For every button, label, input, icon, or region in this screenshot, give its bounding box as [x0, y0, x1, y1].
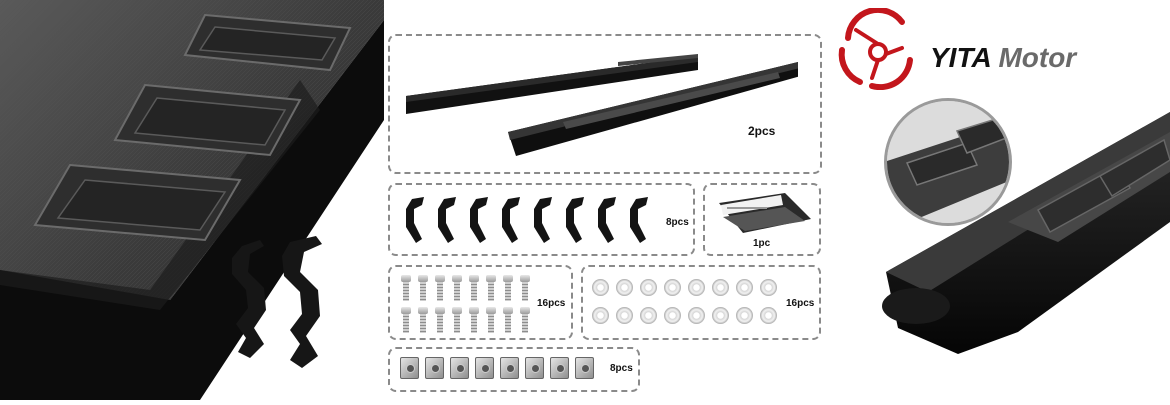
washers-grid — [592, 279, 782, 335]
brand-name-part1: YITA — [930, 42, 991, 73]
running-boards-qty: 2pcs — [748, 124, 776, 138]
bolts-grid — [401, 275, 532, 335]
bolt — [435, 275, 445, 301]
washers-panel: 16pcs — [581, 265, 821, 340]
instruction-panel: 1pc — [703, 183, 821, 256]
clip-nut — [525, 357, 544, 379]
bolt — [401, 275, 411, 301]
washer — [664, 307, 681, 324]
loose-brackets-svg — [232, 236, 322, 368]
washer — [688, 279, 705, 296]
running-boards-panel: 2pcs — [388, 34, 822, 174]
bolt — [469, 307, 479, 333]
bolts-qty: 16pcs — [537, 298, 566, 309]
clip-nut — [475, 357, 494, 379]
washer — [712, 307, 729, 324]
instruction-qty: 1pc — [753, 238, 771, 249]
brand-name-part2: Motor — [998, 42, 1077, 73]
brand-emblem-icon — [838, 8, 913, 90]
product-photo — [868, 92, 1170, 400]
zoom-inset-svg — [887, 101, 1009, 223]
washer — [736, 279, 753, 296]
washer — [616, 279, 633, 296]
washer — [688, 307, 705, 324]
bolt — [520, 275, 530, 301]
washer — [664, 279, 681, 296]
bolt — [452, 307, 462, 333]
bolt — [418, 307, 428, 333]
bolt — [435, 307, 445, 333]
washer — [592, 279, 609, 296]
clip-nut — [450, 357, 469, 379]
brackets-qty: 8pcs — [666, 217, 689, 228]
tread-closeup-photo — [0, 0, 384, 400]
clip-nut — [400, 357, 419, 379]
bolt — [503, 307, 513, 333]
bolt — [503, 275, 513, 301]
bolt — [401, 307, 411, 333]
washer — [640, 307, 657, 324]
brand-logo: YITA Motor — [832, 8, 1167, 90]
clip-nut — [425, 357, 444, 379]
clip-nut — [500, 357, 519, 379]
zoom-inset-circle — [884, 98, 1012, 226]
running-boards-image — [406, 54, 798, 156]
washer — [592, 307, 609, 324]
bolt — [452, 275, 462, 301]
clip-nuts-qty: 8pcs — [610, 363, 633, 374]
washers-qty: 16pcs — [786, 298, 815, 309]
brackets-row — [400, 195, 650, 247]
clip-nuts-row — [400, 357, 600, 385]
clip-nut — [550, 357, 569, 379]
brackets-panel: 8pcs — [388, 183, 695, 256]
bolts-panel: 16pcs — [388, 265, 573, 340]
bolt — [486, 275, 496, 301]
bolt — [418, 275, 428, 301]
bolt — [520, 307, 530, 333]
loose-brackets-photo — [220, 232, 350, 372]
washer — [736, 307, 753, 324]
clip-nut — [575, 357, 594, 379]
bolt — [486, 307, 496, 333]
bolt — [469, 275, 479, 301]
washer — [712, 279, 729, 296]
tread-closeup-svg — [0, 0, 384, 400]
product-photo-svg — [882, 112, 1170, 354]
washer — [616, 307, 633, 324]
washer — [760, 307, 777, 324]
clip-nuts-panel: 8pcs — [388, 347, 640, 392]
brand-wordmark: YITA Motor — [930, 42, 1076, 74]
washer — [640, 279, 657, 296]
brackets-image — [406, 197, 648, 243]
instruction-sheet-image — [719, 193, 811, 233]
washer — [760, 279, 777, 296]
